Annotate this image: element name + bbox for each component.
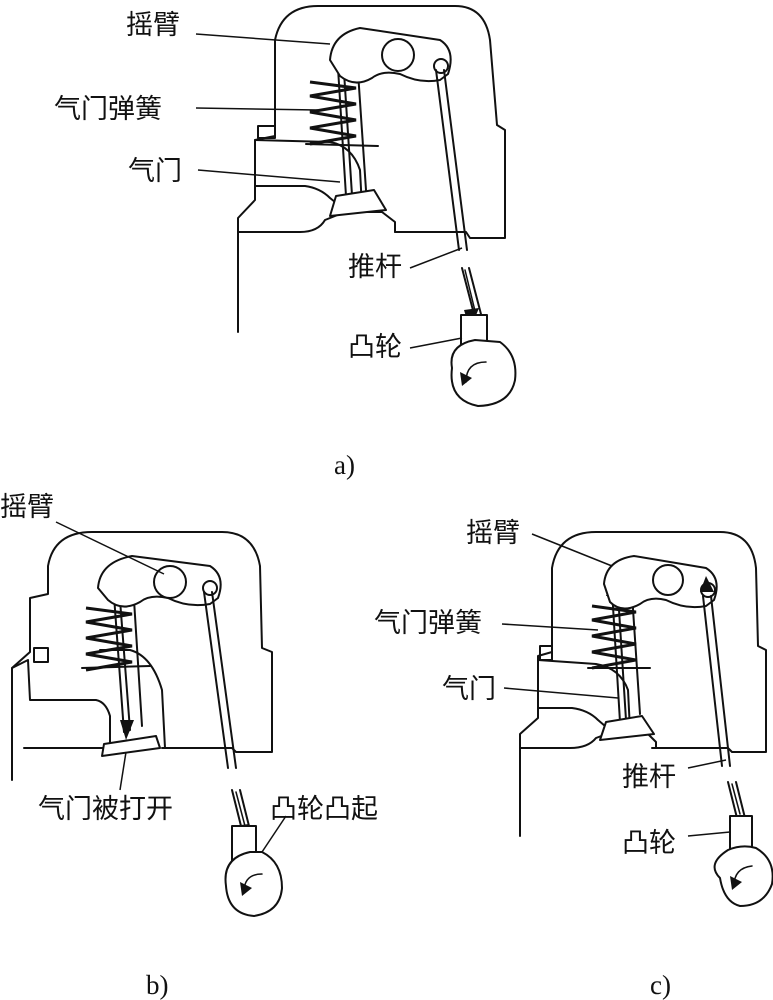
- figure-c: 摇臂 气门弹簧 气门 推杆 凸轮 c): [374, 518, 773, 1000]
- cam-c: [713, 845, 773, 907]
- caption-c: c): [650, 970, 671, 1000]
- label-rocker-arm-a: 摇臂: [126, 10, 180, 41]
- valve-head-a: [329, 189, 387, 217]
- caption-a: a): [334, 450, 355, 480]
- cylinder-head-outline-c: [519, 531, 767, 837]
- cam-follower-c: [729, 815, 753, 851]
- push-rod-b: [203, 591, 237, 769]
- valve-head-b: [101, 735, 161, 757]
- push-rod-a: [435, 69, 468, 251]
- intake-port-b: [11, 659, 111, 749]
- rocker-pivot-c: [652, 564, 684, 596]
- label-valve-spring-c: 气门弹簧: [374, 608, 482, 639]
- figure-a: 摇臂 气门弹簧 气门 推杆 凸轮 a): [54, 5, 517, 480]
- label-valve-c: 气门: [442, 674, 496, 705]
- valve-spring-a: [309, 80, 357, 146]
- label-rocker-arm-b: 摇臂: [0, 492, 54, 523]
- cam-b: [224, 851, 283, 917]
- label-cam-lobe-b: 凸轮凸起: [270, 794, 378, 825]
- cam-a: [450, 339, 517, 407]
- label-valve-opened-b: 气门被打开: [38, 794, 173, 825]
- chamber-wall: [237, 211, 396, 233]
- cylinder-head-outline-b: [11, 531, 273, 781]
- label-push-rod-a: 推杆: [348, 252, 402, 283]
- push-rod-c: [702, 595, 731, 767]
- head-notch: [257, 125, 276, 139]
- rocker-pivot-a: [381, 38, 415, 72]
- label-valve-a: 气门: [128, 156, 182, 187]
- label-rocker-arm-c: 摇臂: [466, 518, 520, 549]
- label-valve-spring-a: 气门弹簧: [54, 94, 162, 125]
- label-cam-c: 凸轮: [622, 828, 676, 859]
- valve-head-c: [599, 715, 655, 741]
- label-cam-a: 凸轮: [348, 332, 402, 363]
- valve-spring-b: [85, 606, 133, 672]
- caption-b: b): [146, 970, 169, 1000]
- rocker-pivot-b: [153, 565, 187, 599]
- label-push-rod-c: 推杆: [622, 762, 676, 793]
- figure-b: 摇臂 气门被打开 凸轮凸起 b): [0, 492, 378, 1000]
